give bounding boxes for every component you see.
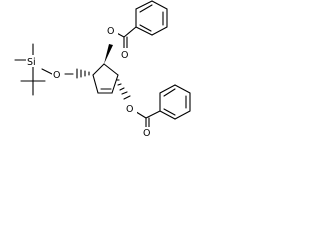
bond (41, 68, 53, 75)
bond (163, 108, 176, 116)
bond (123, 26, 137, 38)
bond (145, 110, 161, 119)
cyclopentene-ring (92, 63, 119, 94)
bond (135, 26, 153, 36)
bond (139, 24, 152, 32)
bond (92, 74, 99, 94)
hashed-bond-ch2 (76, 68, 90, 79)
bond (174, 84, 191, 94)
bond (159, 110, 176, 120)
atom-o-lower-ester: O (126, 104, 133, 115)
bond (139, 4, 153, 13)
bond (159, 84, 176, 94)
atom-o-silyl-ether: O (53, 70, 60, 81)
bond (151, 0, 168, 10)
atom-o-lower-carbonyl: O (143, 128, 150, 137)
atom-o-upper-carbonyl: O (121, 50, 128, 61)
wedge-bond (104, 44, 113, 64)
bond (135, 0, 153, 10)
upper-benzene-ring (135, 0, 168, 36)
bond (174, 110, 191, 120)
atom-o-upper-ester: O (107, 26, 114, 37)
bond (163, 88, 176, 97)
bond (111, 74, 119, 94)
lower-benzene-ring (159, 84, 191, 120)
hashed-bond (116, 79, 131, 100)
bond (103, 63, 119, 76)
molecule-structure: O O O O O Si (14, 0, 191, 137)
atom-si: Si (27, 57, 36, 68)
bond (92, 63, 105, 76)
bond (151, 26, 168, 36)
